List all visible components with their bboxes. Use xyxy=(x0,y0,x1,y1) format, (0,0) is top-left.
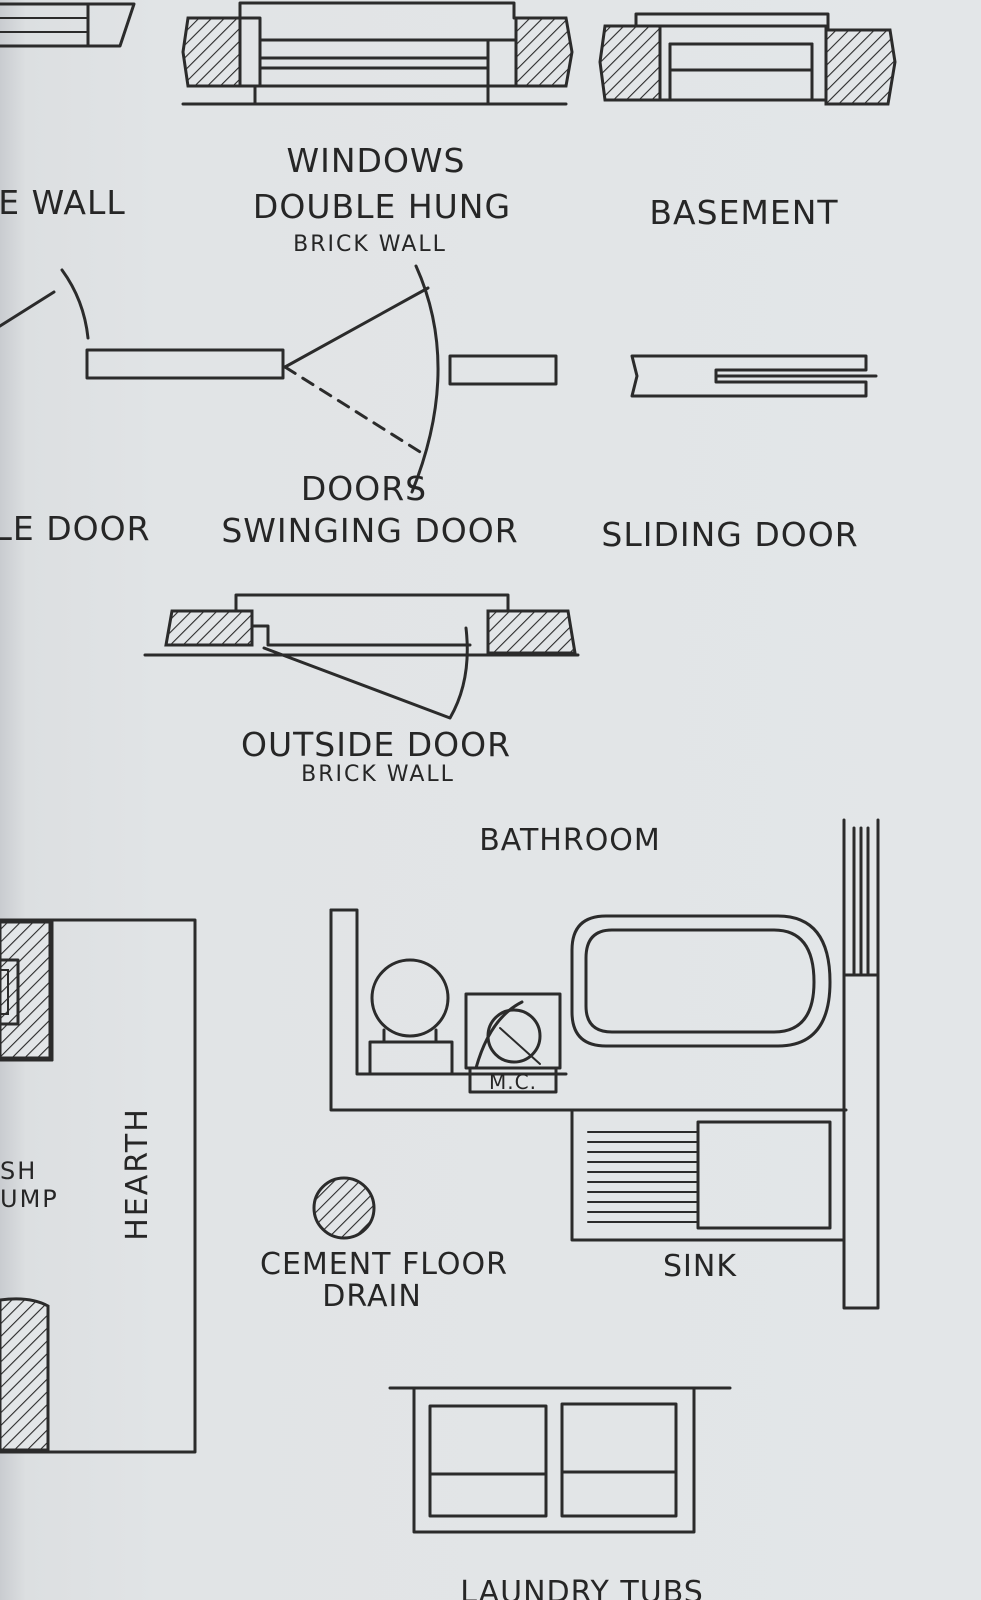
wall-symbol-partial xyxy=(0,2,136,48)
label-door-partial: LE DOOR xyxy=(0,509,151,548)
label-windows: WINDOWS xyxy=(286,141,466,180)
label-brick-wall-windows: BRICK WALL xyxy=(293,232,447,257)
label-cement-floor: CEMENT FLOOR xyxy=(259,1247,509,1282)
basement-window-symbol xyxy=(598,12,897,106)
fireplace-hearth-plan xyxy=(0,918,197,1454)
label-outside-door: OUTSIDE DOOR xyxy=(240,725,512,764)
outside-door-symbol xyxy=(143,593,580,720)
label-laundry-tubs: LAUNDRY TUBS xyxy=(460,1575,704,1600)
label-mc: M.C. xyxy=(489,1070,537,1094)
label-sliding-door: SLIDING DOOR xyxy=(601,515,859,554)
label-bathroom: BATHROOM xyxy=(479,823,661,858)
laundry-tubs-plan xyxy=(388,1386,732,1534)
label-hearth: HEARTH xyxy=(120,1107,155,1241)
bathroom-plan xyxy=(329,818,880,1310)
swinging-door-symbol xyxy=(85,264,558,494)
label-basement: BASEMENT xyxy=(649,193,839,232)
label-double-hung: DOUBLE HUNG xyxy=(252,187,512,226)
label-swinging-door: SWINGING DOOR xyxy=(221,511,519,550)
label-sh-partial: SH xyxy=(0,1157,38,1185)
label-brick-wall-outside: BRICK WALL xyxy=(301,762,455,787)
sliding-door-symbol xyxy=(630,354,878,398)
label-doors: DOORS xyxy=(300,469,428,508)
label-wall-partial: E WALL xyxy=(0,183,126,222)
label-drain: DRAIN xyxy=(322,1279,422,1314)
label-sink: SINK xyxy=(662,1249,738,1284)
double-hung-window-symbol xyxy=(181,1,574,106)
label-ump-partial: UMP xyxy=(0,1185,59,1213)
door-symbol-partial xyxy=(0,268,90,340)
floor-drain-symbol xyxy=(312,1176,376,1240)
